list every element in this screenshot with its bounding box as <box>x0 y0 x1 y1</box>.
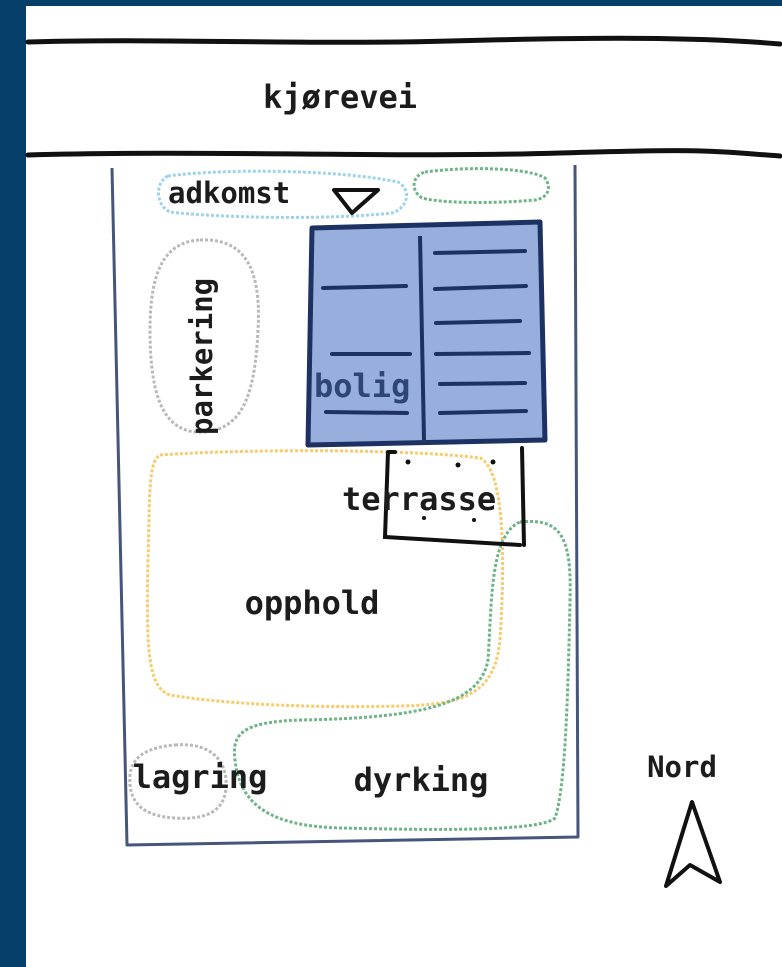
north-label: Nord <box>647 750 717 784</box>
access-zone <box>157 169 408 219</box>
road-label: kjørevei <box>263 78 417 116</box>
parking-label: parkering <box>185 278 219 435</box>
house-label: bolig <box>314 367 410 405</box>
parking-zone <box>148 238 260 434</box>
access-label: adkomst <box>168 176 290 210</box>
road-top-line <box>25 35 782 47</box>
paper-background <box>26 6 782 967</box>
terrace-dots <box>405 459 496 522</box>
house-building <box>305 219 548 448</box>
access-entry-triangle-icon <box>332 188 380 215</box>
road-bottom-line <box>25 148 782 159</box>
storage-zone <box>128 743 228 820</box>
growing-label: dyrking <box>354 761 489 799</box>
north-arrow-icon <box>664 800 722 888</box>
terrace-outline <box>382 446 526 547</box>
plot-border <box>110 164 580 847</box>
house-roof-lines <box>321 249 531 415</box>
green-zone-small <box>412 167 550 204</box>
storage-label: lagring <box>133 758 268 796</box>
house-divider-line <box>418 235 426 441</box>
terrace-label: terrasse <box>342 480 496 518</box>
growing-zone <box>232 519 572 831</box>
stay-zone <box>145 449 505 709</box>
stay-label: opphold <box>245 584 380 622</box>
